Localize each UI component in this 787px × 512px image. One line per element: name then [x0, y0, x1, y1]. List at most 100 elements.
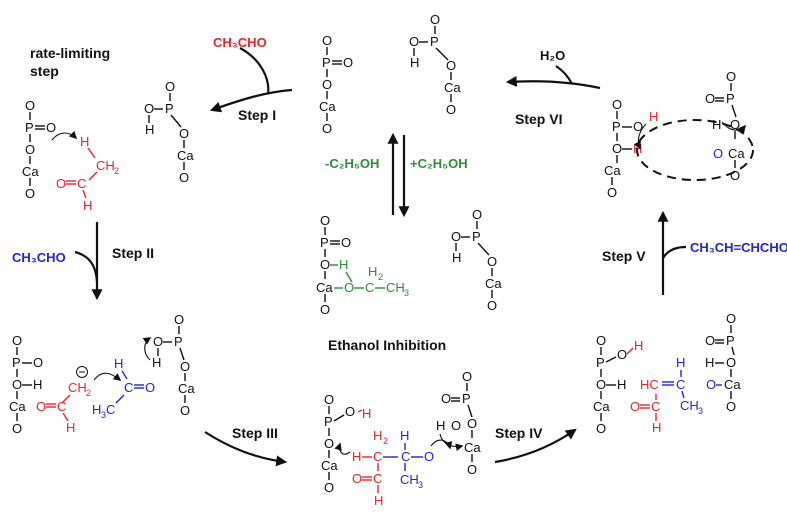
svg-text:P: P	[726, 333, 735, 348]
svg-text:O: O	[324, 392, 334, 407]
svg-text:2: 2	[378, 272, 383, 282]
svg-text:C: C	[106, 402, 115, 417]
svg-text:Ca: Ca	[728, 146, 745, 161]
step4-label: Step IV	[495, 425, 543, 441]
acetaldehyde-step2: CH₃CHO	[12, 250, 66, 265]
structure-top-left-second: O O P H O Ca O	[144, 79, 194, 185]
step3-arrow	[204, 431, 288, 467]
svg-text:HC: HC	[640, 377, 659, 392]
svg-text:O: O	[25, 98, 35, 113]
svg-text:O: O	[726, 355, 736, 370]
svg-text:O: O	[180, 403, 190, 418]
step3-label: Step III	[232, 425, 278, 441]
step6-arrow	[505, 75, 601, 90]
species-labels: CH₃CHO CH₃CHO CH₃CH=CHCHO H₂O	[12, 35, 787, 265]
svg-text:Ca: Ca	[316, 280, 333, 295]
svg-text:O: O	[607, 185, 617, 200]
rate-limiting-label-2: step	[30, 63, 59, 79]
svg-text:Ca: Ca	[593, 399, 610, 414]
svg-text:H: H	[676, 355, 685, 370]
svg-text:O: O	[322, 33, 332, 48]
svg-text:CH: CH	[96, 158, 115, 173]
acetaldehyde-step1: CH₃CHO	[213, 35, 267, 50]
svg-text:CH: CH	[68, 380, 87, 395]
svg-text:H: H	[66, 420, 75, 435]
svg-text:C: C	[373, 449, 382, 464]
ethanol-inhibition-label: Ethanol Inhibition	[328, 337, 446, 353]
svg-text:O: O	[179, 126, 189, 141]
svg-text:O: O	[730, 168, 740, 183]
step6-label: Step VI	[515, 111, 562, 127]
water-product: H₂O	[540, 48, 565, 63]
svg-text:CH: CH	[386, 280, 405, 295]
svg-text:O: O	[462, 369, 472, 384]
step5-product-branch	[662, 245, 687, 259]
svg-text:O: O	[424, 449, 434, 464]
step1-arrow	[209, 88, 293, 113]
svg-text:P: P	[430, 34, 439, 49]
svg-text:P: P	[472, 229, 481, 244]
svg-text:H: H	[705, 355, 714, 370]
svg-text:O: O	[322, 77, 332, 92]
svg-text:H: H	[80, 134, 89, 149]
rate-limiting-label: rate-limiting	[30, 45, 110, 61]
svg-text:Ca: Ca	[319, 99, 336, 114]
svg-text:H: H	[92, 402, 101, 417]
svg-text:O: O	[617, 347, 627, 362]
svg-text:O: O	[153, 334, 163, 349]
svg-text:O: O	[174, 312, 184, 327]
svg-text:O: O	[33, 355, 43, 370]
svg-text:3: 3	[698, 406, 703, 416]
svg-text:P: P	[612, 119, 621, 134]
svg-text:Ca: Ca	[485, 276, 502, 291]
crotonaldehyde-product: CH₃CH=CHCHO	[690, 240, 787, 255]
svg-text:CH: CH	[400, 472, 419, 487]
svg-text:Ca: Ca	[444, 80, 461, 95]
svg-text:O: O	[451, 418, 461, 433]
svg-text:H: H	[145, 122, 154, 137]
svg-text:O: O	[179, 170, 189, 185]
svg-text:O: O	[320, 257, 330, 272]
svg-text:O: O	[472, 207, 482, 222]
svg-text:H: H	[114, 356, 123, 371]
svg-text:O: O	[726, 311, 736, 326]
svg-text:O: O	[409, 34, 419, 49]
svg-text:O: O	[12, 333, 22, 348]
svg-text:H: H	[83, 198, 92, 213]
svg-text:P: P	[174, 334, 183, 349]
svg-text:H: H	[452, 250, 461, 265]
svg-text:P: P	[322, 55, 331, 70]
svg-text:Ca: Ca	[321, 458, 338, 473]
svg-text:3: 3	[418, 480, 423, 490]
svg-text:H: H	[400, 428, 409, 443]
svg-text:O: O	[165, 79, 175, 94]
svg-text:P: P	[165, 101, 174, 116]
svg-text:O: O	[180, 359, 190, 374]
svg-text:O: O	[487, 254, 497, 269]
svg-text:C: C	[373, 471, 382, 486]
svg-text:O: O	[451, 229, 461, 244]
svg-text:O: O	[56, 176, 66, 191]
svg-text:H: H	[649, 109, 658, 124]
structure-center-right: O O P H O Ca O	[451, 207, 502, 313]
svg-text:O: O	[596, 377, 606, 392]
svg-text:Ca: Ca	[604, 163, 621, 178]
step2-reactant-feed	[74, 250, 99, 283]
svg-text:O: O	[320, 302, 330, 317]
svg-text:Ca: Ca	[178, 381, 195, 396]
svg-text:O: O	[343, 55, 353, 70]
svg-text:H: H	[436, 418, 445, 433]
step4-arrow	[494, 428, 577, 464]
svg-text:H: H	[339, 257, 348, 272]
svg-text:2: 2	[86, 388, 91, 398]
svg-text:P: P	[726, 91, 735, 106]
svg-text:C: C	[77, 176, 86, 191]
svg-text:O: O	[352, 471, 362, 486]
svg-text:H: H	[152, 355, 161, 370]
svg-text:P: P	[596, 355, 605, 370]
svg-text:P: P	[462, 391, 471, 406]
cycle-arrows	[74, 47, 687, 467]
svg-text:2: 2	[383, 436, 388, 446]
svg-text:O: O	[612, 141, 622, 156]
